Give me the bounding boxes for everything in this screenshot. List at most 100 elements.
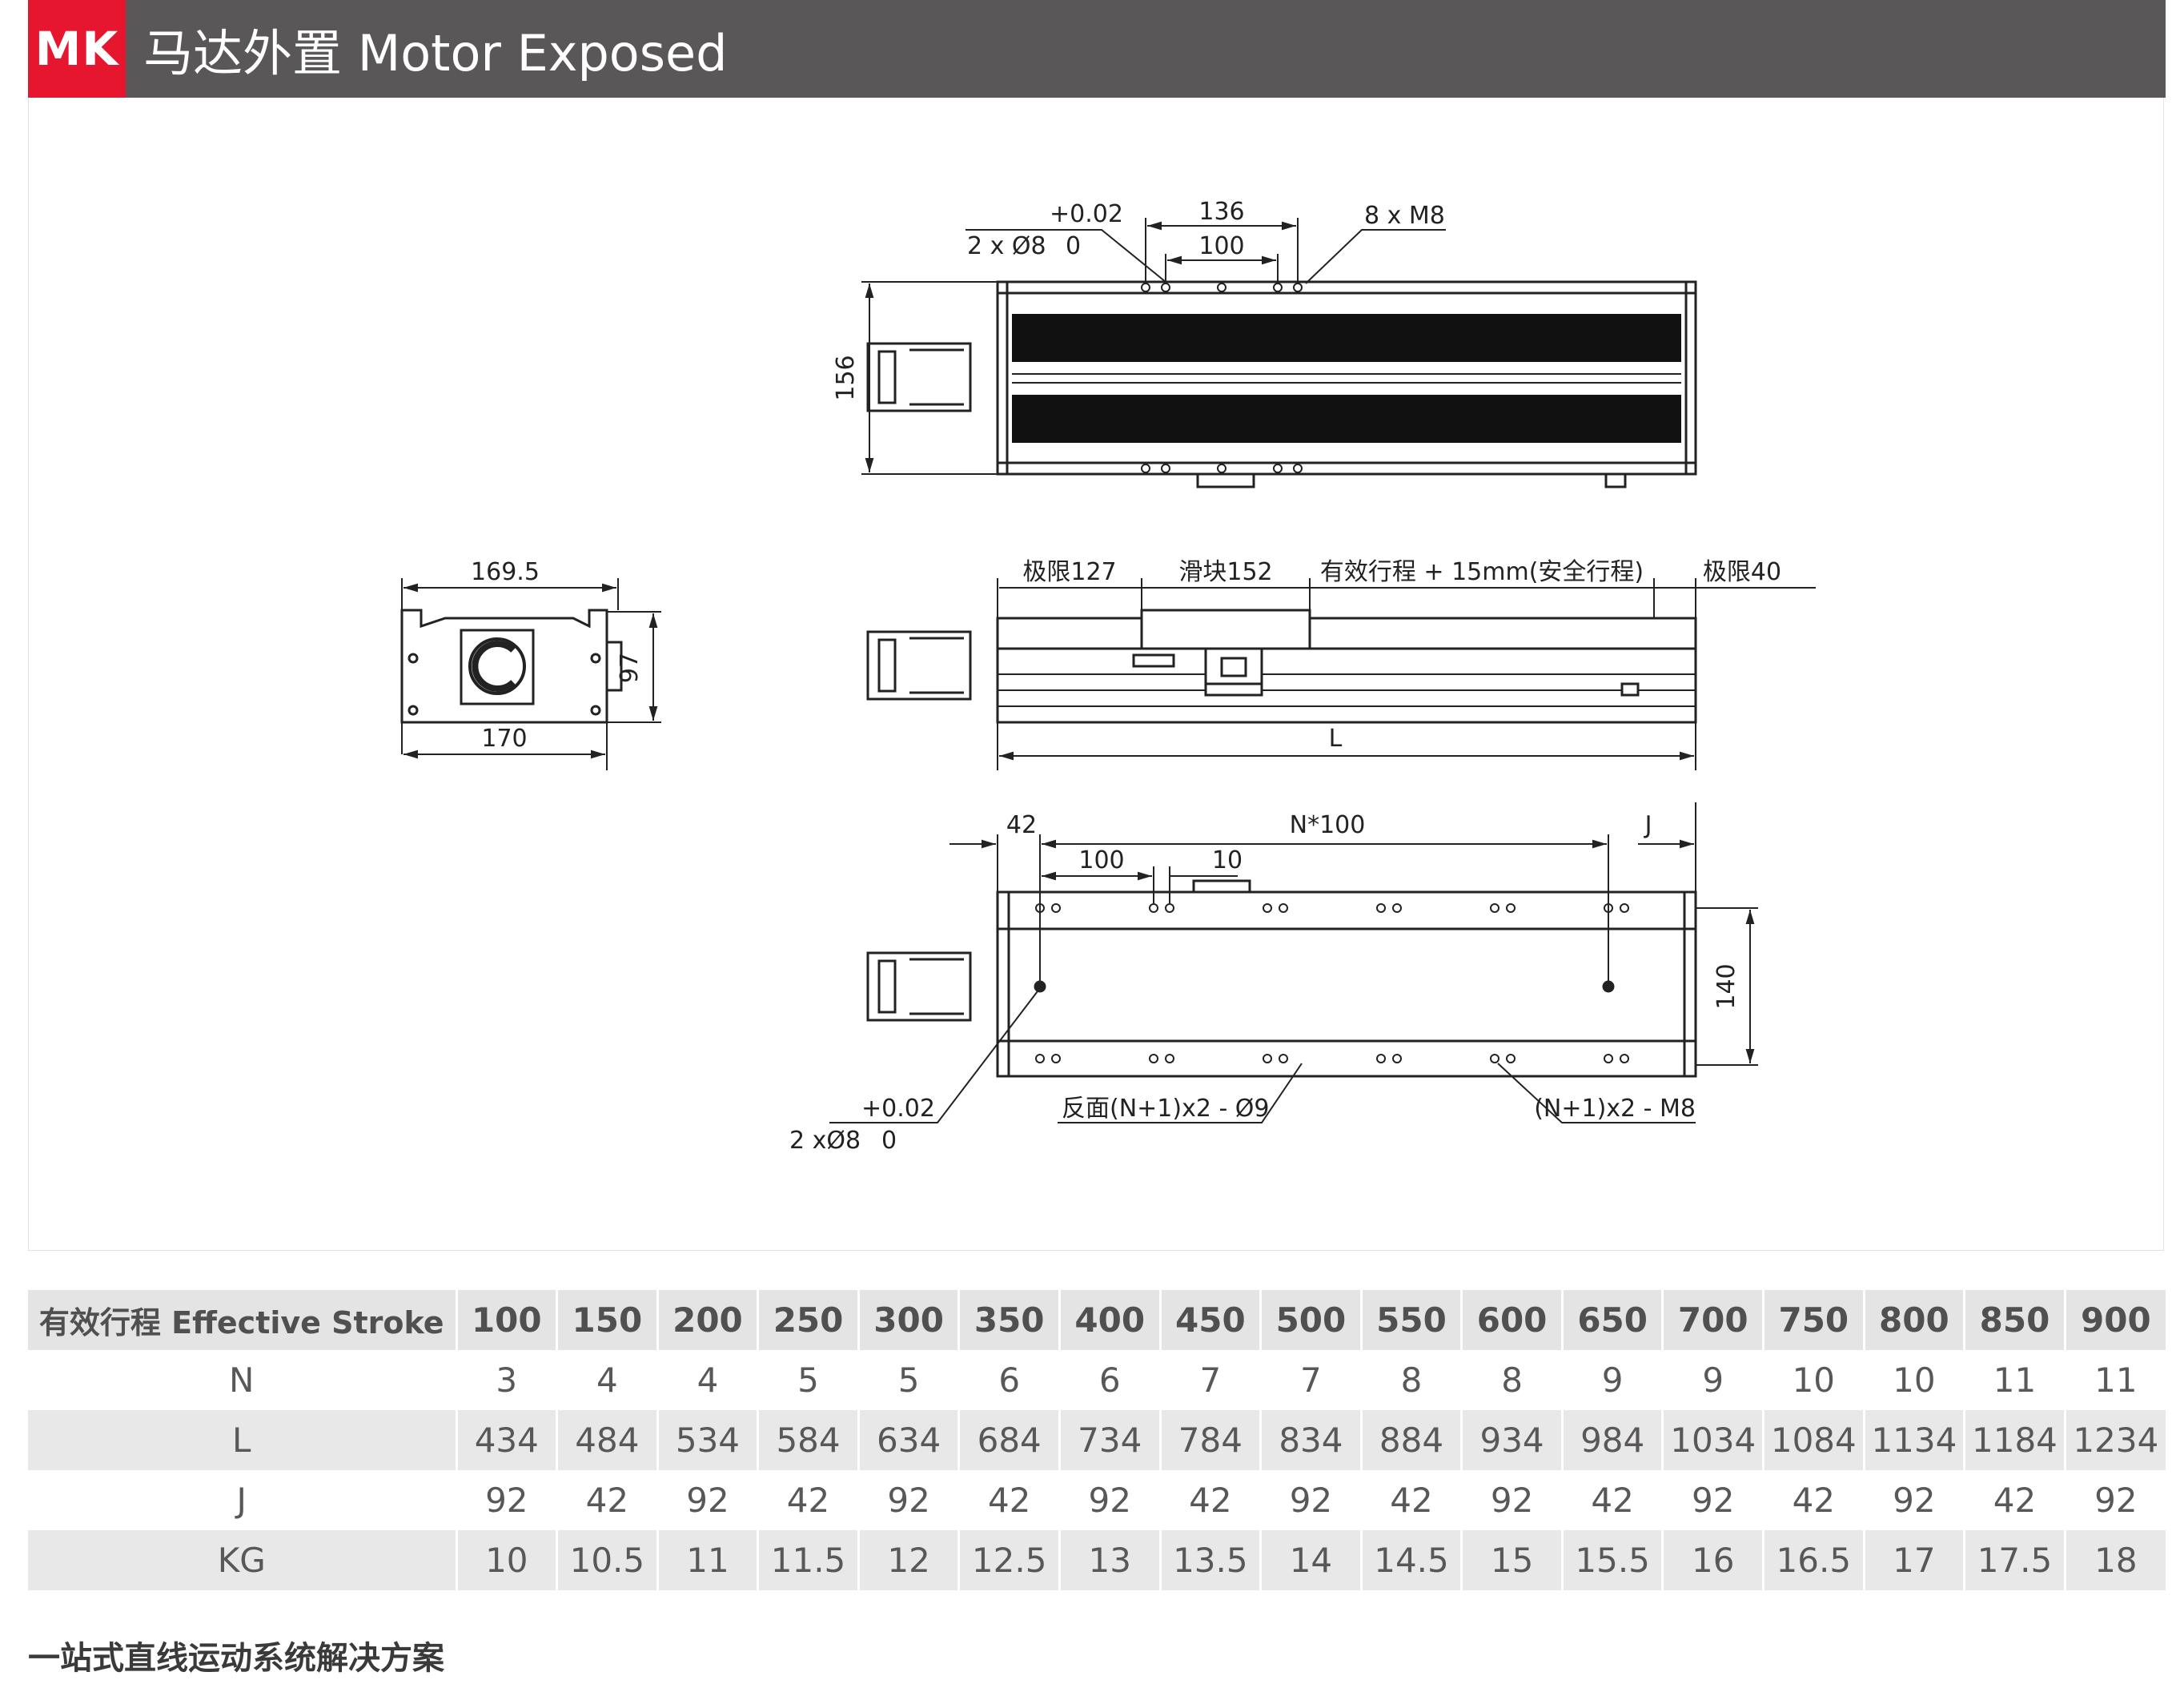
thread-label: 8 x M8 bbox=[1364, 202, 1445, 230]
top-hole-label: 2 x Ø8 bbox=[967, 232, 1046, 260]
table-cell: 13.5 bbox=[1158, 1530, 1261, 1590]
table-cell: 484 bbox=[556, 1410, 658, 1470]
table-cell: 8 bbox=[1359, 1350, 1462, 1410]
stroke-header-cell: 900 bbox=[2063, 1290, 2166, 1350]
table-cell: 92 bbox=[1862, 1470, 1965, 1530]
dim-156: 156 bbox=[832, 355, 860, 400]
technical-drawing: +0.02 2 x Ø8 0 136 100 8 x M8 156 bbox=[28, 98, 2164, 1251]
table-cell: 42 bbox=[1762, 1470, 1865, 1530]
table-cell: 784 bbox=[1158, 1410, 1261, 1470]
table-cell: 92 bbox=[2063, 1470, 2166, 1530]
table-cell: 12 bbox=[857, 1530, 959, 1590]
n-pitch-label: N*100 bbox=[1290, 811, 1366, 839]
table-cell: 9 bbox=[1661, 1350, 1764, 1410]
table-cell: 5 bbox=[857, 1350, 959, 1410]
dim-100-bottom: 100 bbox=[1078, 846, 1124, 874]
bottom-tol-zero: 0 bbox=[881, 1127, 897, 1155]
side-view-labels: 极限127 滑块152 有效行程 + 15mm(安全行程) 极限40 L bbox=[1022, 558, 1781, 753]
table-cell: 42 bbox=[1963, 1470, 2066, 1530]
table-cell: 7 bbox=[1259, 1350, 1362, 1410]
table-cell: 934 bbox=[1460, 1410, 1563, 1470]
stroke-header-cell: 550 bbox=[1359, 1290, 1462, 1350]
side-view bbox=[866, 578, 1816, 770]
limit-right-label: 极限40 bbox=[1703, 558, 1781, 586]
top-view-labels: +0.02 2 x Ø8 0 136 100 8 x M8 156 bbox=[832, 198, 1445, 401]
table-cell: 17.5 bbox=[1963, 1530, 2066, 1590]
table-cell: 1034 bbox=[1661, 1410, 1764, 1470]
table-cell: 92 bbox=[1460, 1470, 1563, 1530]
length-label: L bbox=[1329, 725, 1343, 753]
stroke-header-cell: 450 bbox=[1158, 1290, 1261, 1350]
stroke-header-cell: 350 bbox=[958, 1290, 1060, 1350]
bottom-view bbox=[829, 802, 1758, 1123]
table-cell: 92 bbox=[1661, 1470, 1764, 1530]
table-cell: 11.5 bbox=[757, 1530, 859, 1590]
stroke-label: 有效行程 + 15mm(安全行程) bbox=[1320, 558, 1644, 586]
row-label: N bbox=[229, 1360, 255, 1400]
table-cell: 1134 bbox=[1862, 1410, 1965, 1470]
top-tol-zero: 0 bbox=[1066, 232, 1081, 260]
top-view bbox=[861, 218, 1697, 488]
top-tol-plus: +0.02 bbox=[1050, 200, 1123, 228]
dim-42: 42 bbox=[1006, 811, 1037, 839]
stroke-header-label: 有效行程 Effective Stroke bbox=[28, 1290, 456, 1350]
table-cell: 6 bbox=[1058, 1350, 1161, 1410]
stroke-header-cell: 750 bbox=[1762, 1290, 1865, 1350]
table-cell: 16 bbox=[1661, 1530, 1764, 1590]
table-cell: 734 bbox=[1058, 1410, 1161, 1470]
dim-j: J bbox=[1644, 811, 1652, 839]
table-cell: 15 bbox=[1460, 1530, 1563, 1590]
table-cell: 10.5 bbox=[556, 1530, 658, 1590]
row-label: KG bbox=[28, 1530, 456, 1590]
table-cell: 984 bbox=[1560, 1410, 1663, 1470]
slider-block bbox=[1140, 609, 1311, 650]
table-cell: 14.5 bbox=[1359, 1530, 1462, 1590]
table-cell: 534 bbox=[656, 1410, 758, 1470]
table-cell: 11 bbox=[2063, 1350, 2166, 1410]
table-cell: 7 bbox=[1158, 1350, 1261, 1410]
dim-136: 136 bbox=[1198, 198, 1244, 226]
model-badge: MK bbox=[28, 0, 126, 98]
table-cell: 42 bbox=[1560, 1470, 1663, 1530]
table-cell: 4 bbox=[556, 1350, 658, 1410]
table-cell: 684 bbox=[958, 1410, 1060, 1470]
upper-cover-strip bbox=[1012, 314, 1681, 362]
table-cell: 834 bbox=[1259, 1410, 1362, 1470]
dim-169-5: 169.5 bbox=[471, 558, 540, 586]
table-cell: 11 bbox=[1963, 1350, 2066, 1410]
table-cell: 92 bbox=[857, 1470, 959, 1530]
table-cell: 1234 bbox=[2063, 1410, 2166, 1470]
thread-holes-label: (N+1)x2 - M8 bbox=[1534, 1095, 1696, 1123]
dim-140: 140 bbox=[1712, 963, 1740, 1009]
table-cell: 4 bbox=[656, 1350, 758, 1410]
row-label: L bbox=[28, 1410, 456, 1470]
lower-cover-strip bbox=[1012, 395, 1681, 443]
back-holes-label: 反面(N+1)x2 - Ø9 bbox=[1062, 1095, 1270, 1123]
dim-100-top: 100 bbox=[1198, 232, 1244, 260]
table-cell: 15.5 bbox=[1560, 1530, 1663, 1590]
table-cell: 92 bbox=[1259, 1470, 1362, 1530]
table-cell: 1184 bbox=[1963, 1410, 2066, 1470]
table-cell: 17 bbox=[1862, 1530, 1965, 1590]
stroke-header-cell: 600 bbox=[1460, 1290, 1563, 1350]
table-cell: 10 bbox=[1862, 1350, 1965, 1410]
drawing-svg: +0.02 2 x Ø8 0 136 100 8 x M8 156 bbox=[400, 198, 1816, 1155]
bottom-tol-plus: +0.02 bbox=[861, 1095, 935, 1123]
row-label: J bbox=[236, 1481, 247, 1520]
table-cell: 584 bbox=[757, 1410, 859, 1470]
dim-97: 97 bbox=[616, 653, 644, 683]
stroke-header-cell: 500 bbox=[1259, 1290, 1362, 1350]
end-view bbox=[400, 578, 661, 770]
table-cell: 42 bbox=[1158, 1470, 1261, 1530]
table-cell: 42 bbox=[1359, 1470, 1462, 1530]
stroke-header-cell: 650 bbox=[1560, 1290, 1663, 1350]
end-view-labels: 169.5 170 97 bbox=[471, 558, 644, 753]
table-cell: 434 bbox=[455, 1410, 557, 1470]
slider-label: 滑块152 bbox=[1178, 558, 1272, 586]
footer-slogan: 一站式直线运动系统解决方案 bbox=[28, 1640, 444, 1677]
